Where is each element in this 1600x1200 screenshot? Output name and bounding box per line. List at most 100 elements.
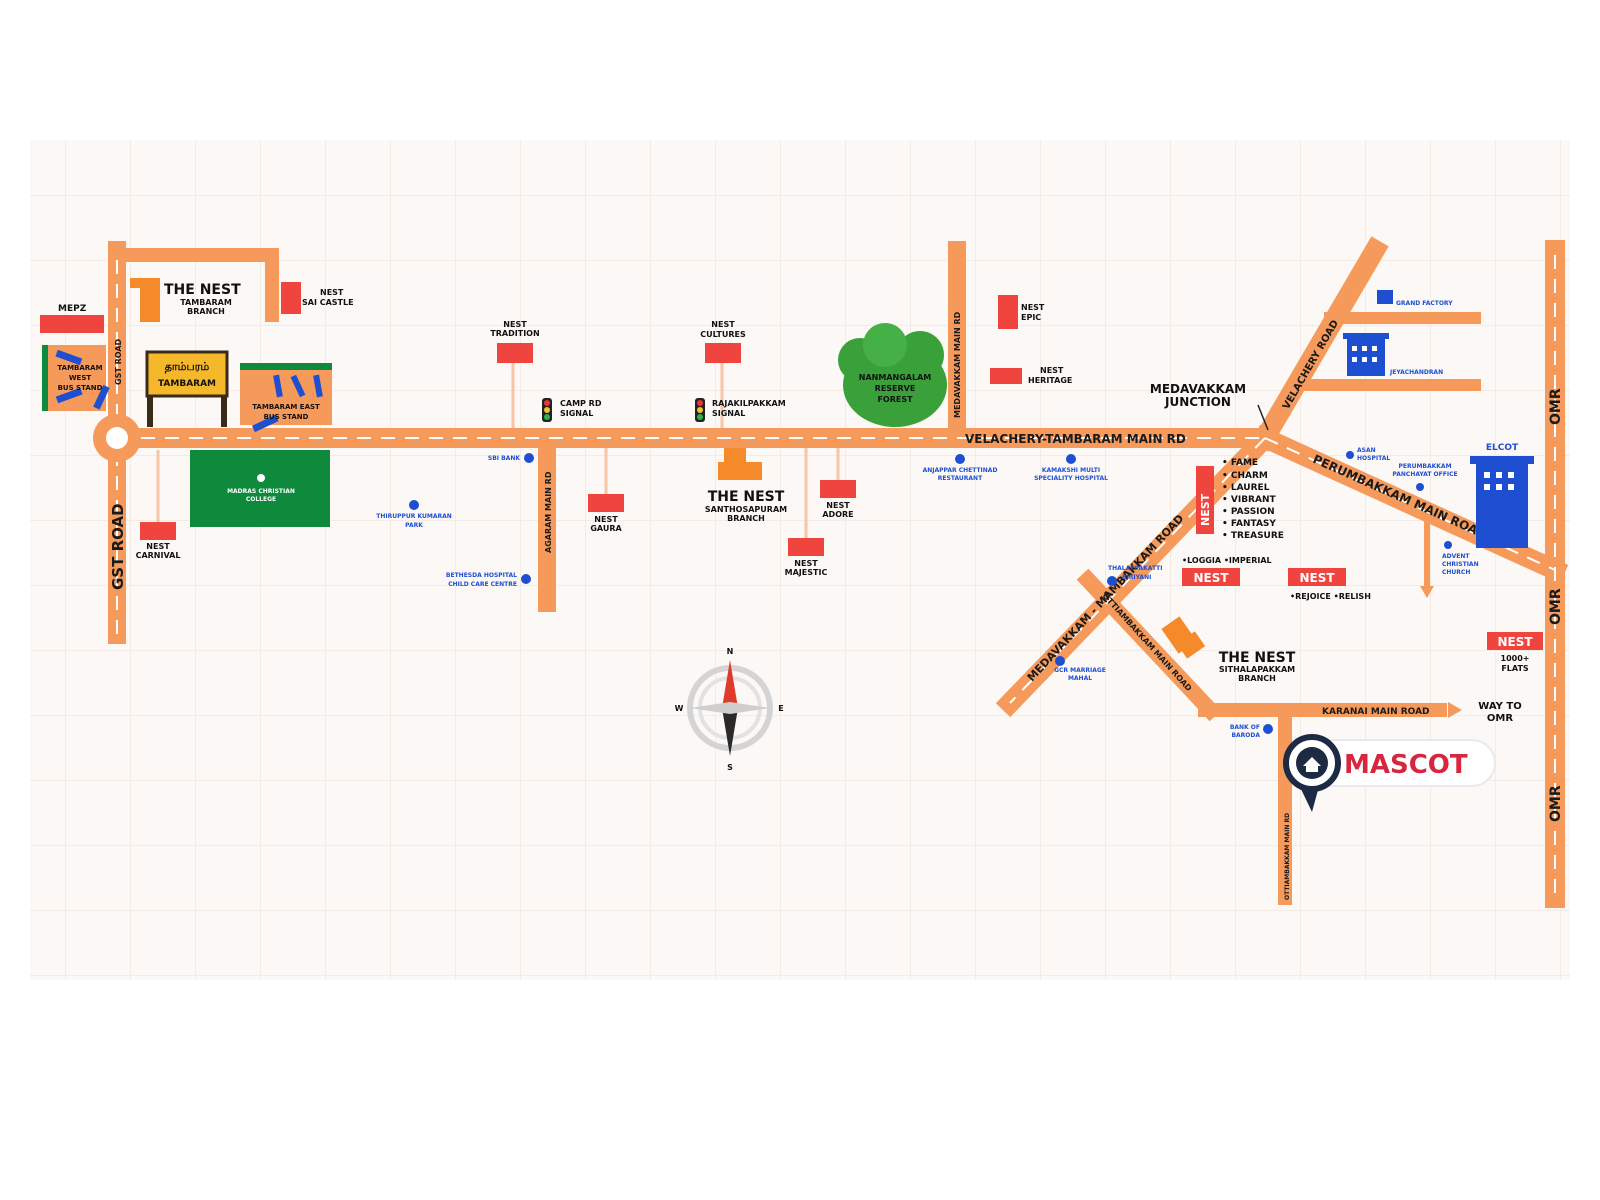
tambaram-sign-board: தாம்பரம் TAMBARAM xyxy=(145,350,229,427)
tambaram-west-line3: BUS STAND xyxy=(58,384,103,392)
tambaram-west-line1: TAMBARAM xyxy=(57,364,102,372)
nest-list-7: • TREASURE xyxy=(1222,531,1284,541)
nest-badge-2-label: NEST xyxy=(1299,571,1335,585)
sai-castle-marker xyxy=(281,282,301,314)
advent-pin xyxy=(1444,541,1452,549)
nest-badge-2 xyxy=(1288,568,1346,586)
ottiambakkam-small-label: OTTIAMBAKKAM MAIN RD xyxy=(1284,813,1291,900)
gst-road-label: GST ROAD xyxy=(109,503,127,590)
epic-marker xyxy=(998,295,1018,329)
tambaram-sign-tamil: தாம்பரம் xyxy=(165,360,210,374)
jeyachandran-building-icon xyxy=(1343,333,1389,376)
cultures-line1: NEST xyxy=(711,320,735,329)
christian-college: MADRAS CHRISTIAN COLLEGE xyxy=(190,450,330,527)
heritage-line1: NEST xyxy=(1040,366,1064,375)
panchayat-line2: PANCHAYAT OFFICE xyxy=(1392,471,1457,478)
gcr-pin xyxy=(1055,656,1065,666)
nest-santhosapuram-branch: THE NEST SANTHOSAPURAM BRANCH xyxy=(705,448,787,523)
epic-line2: EPIC xyxy=(1021,313,1041,322)
tambaram-west-bus-stand: TAMBARAM WEST BUS STAND xyxy=(42,345,110,411)
elcot-building-icon xyxy=(1470,456,1534,548)
tradition-line1: NEST xyxy=(503,320,527,329)
heritage-line2: HERITAGE xyxy=(1028,376,1072,385)
sithalapakkam-line3: BRANCH xyxy=(1238,674,1276,683)
santhosapuram-line2: SANTHOSAPURAM xyxy=(705,505,787,514)
medavakkam-main-label: MEDAVAKKAM MAIN RD xyxy=(953,311,962,418)
majestic-line1: NEST xyxy=(794,559,818,568)
bethesda-line2: CHILD CARE CENTRE xyxy=(448,581,517,588)
asan-line2: HOSPITAL xyxy=(1357,455,1390,462)
thalappakatti-line2: BIRIYANI xyxy=(1122,574,1151,581)
park-line1: THIRUPPUR KUMARAN xyxy=(376,513,452,520)
mascot-label: MASCOT xyxy=(1344,750,1468,780)
omr-label-mid: OMR xyxy=(1548,588,1564,625)
gaura-line2: GAURA xyxy=(590,524,622,533)
nanmangalam-forest: NANMANGALAM RESERVE FOREST xyxy=(838,323,947,427)
camp-signal-line1: CAMP RD xyxy=(560,399,602,408)
flats-line2: FLATS xyxy=(1501,664,1529,673)
compass-rose-icon: N S E W xyxy=(675,647,784,772)
way-to-omr-line2: OMR xyxy=(1487,713,1513,724)
cultures-marker xyxy=(705,343,741,363)
tambaram-east-line2: BUS STAND xyxy=(264,413,309,421)
mepz-label: MEPZ xyxy=(58,304,87,314)
carnival-marker xyxy=(140,522,176,540)
santhosapuram-title: THE NEST xyxy=(708,489,785,505)
forest-line3: FOREST xyxy=(877,395,913,404)
gcr-line1: GCR MARRIAGE xyxy=(1054,667,1106,674)
gcr-line2: MAHAL xyxy=(1068,675,1092,682)
tradition-line2: TRADITION xyxy=(490,329,539,338)
baroda-pin xyxy=(1263,724,1273,734)
sithalapakkam-title: THE NEST xyxy=(1219,650,1296,666)
thalappakatti-line1: THALAPPAKATTI xyxy=(1108,565,1163,572)
majestic-marker xyxy=(788,538,824,556)
tradition-marker xyxy=(497,343,533,363)
adore-line2: ADORE xyxy=(822,510,853,519)
flats-badge-label: NEST xyxy=(1497,635,1533,649)
park-pin xyxy=(409,500,419,510)
thalappakatti-pin xyxy=(1107,576,1117,586)
junction-line2: JUNCTION xyxy=(1164,395,1231,409)
camp-signal-line2: SIGNAL xyxy=(560,409,593,418)
adore-line1: NEST xyxy=(826,501,850,510)
jeyachandran-label: JEYACHANDRAN xyxy=(1389,369,1443,376)
park-line2: PARK xyxy=(405,522,423,529)
compass-w: W xyxy=(675,704,684,713)
rajakilpakkam-signal: RAJAKILPAKKAM SIGNAL xyxy=(695,398,786,422)
mepz-marker xyxy=(40,315,104,333)
grand-factory-icon xyxy=(1377,290,1393,304)
omr-label-bottom: OMR xyxy=(1548,785,1564,822)
omr-label-top: OMR xyxy=(1548,388,1564,425)
majestic-line2: MAJESTIC xyxy=(785,568,828,577)
road-network xyxy=(107,236,1569,908)
santhosapuram-line3: BRANCH xyxy=(727,514,765,523)
carnival-line1: NEST xyxy=(146,542,170,551)
mascot-location-pin[interactable]: MASCOT xyxy=(1283,734,1496,812)
rajakilpakkam-line1: RAJAKILPAKKAM xyxy=(712,399,786,408)
heritage-marker xyxy=(990,368,1022,384)
kamakshi-pin xyxy=(1066,454,1076,464)
forest-line1: NANMANGALAM xyxy=(859,373,931,382)
nest-vertical-label: NEST xyxy=(1199,493,1212,526)
flats-line1: 1000+ xyxy=(1501,654,1530,663)
panchayat-line1: PERUMBAKKAM xyxy=(1398,463,1451,470)
nest-projects-list: • FAME • CHARM • LAUREL • VIBRANT • PASS… xyxy=(1222,458,1284,541)
college-line2: COLLEGE xyxy=(246,496,276,503)
compass-e: E xyxy=(778,704,783,713)
nest-list-4: • VIBRANT xyxy=(1222,495,1276,505)
tambaram-east-bus-stand: TAMBARAM EAST BUS STAND xyxy=(240,363,332,433)
loggia-imperial-label: •LOGGIA •IMPERIAL xyxy=(1182,556,1272,565)
kamakshi-line1: KAMAKSHI MULTI xyxy=(1042,467,1100,474)
sai-castle-line1: NEST xyxy=(320,288,344,297)
gst-road-small-label: GST ROAD xyxy=(114,338,123,385)
velachery-tambaram-label: VELACHERY-TAMBARAM MAIN RD xyxy=(965,432,1186,446)
nest-tambaram-branch: THE NEST TAMBARAM BRANCH xyxy=(130,278,241,322)
nest-list-5: • PASSION xyxy=(1222,507,1275,517)
sai-castle-line2: SAI CASTLE xyxy=(302,298,354,307)
epic-line1: NEST xyxy=(1021,303,1045,312)
sithalapakkam-line2: SITHALAPAKKAM xyxy=(1219,665,1295,674)
carnival-line2: CARNIVAL xyxy=(136,551,181,560)
asan-pin xyxy=(1346,451,1354,459)
nest-list-6: • FANTASY xyxy=(1222,519,1276,529)
